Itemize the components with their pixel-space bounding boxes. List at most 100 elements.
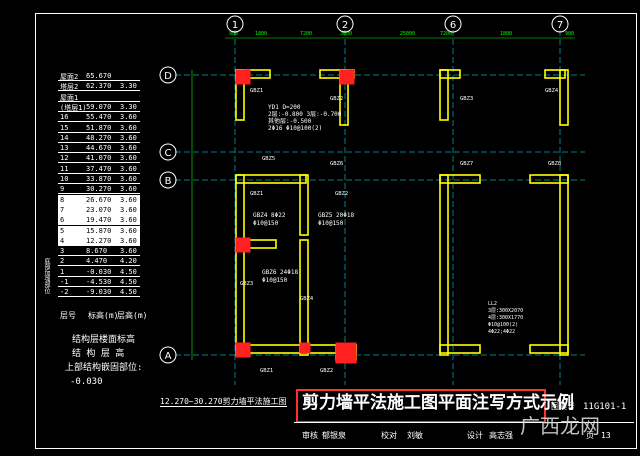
lintel-note-4: Φ10@100(2) bbox=[488, 322, 519, 328]
floor-cell: 3.30 bbox=[120, 102, 137, 111]
wall-label: GBZ6 bbox=[330, 161, 343, 167]
sign-review-label: 审核 bbox=[302, 431, 318, 440]
lintel-note-3: 4层:300X1770 bbox=[488, 315, 524, 321]
floor-cell: 屋面2 bbox=[60, 73, 79, 81]
wall-segment bbox=[235, 174, 307, 184]
wall-label: GBZ3 bbox=[460, 96, 473, 102]
floor-cell: 12.270 bbox=[86, 236, 112, 245]
axis-bubble-label: 1 bbox=[232, 20, 238, 31]
wall-label: GBZ4 bbox=[300, 296, 314, 302]
wall-segment bbox=[559, 69, 569, 126]
floor-cell: 48.270 bbox=[86, 133, 112, 142]
axis-bubble-label: 7 bbox=[557, 20, 563, 31]
wall-segment bbox=[299, 239, 309, 356]
axis-bubble-label: C bbox=[165, 148, 172, 159]
sign-design-label: 设计 bbox=[467, 431, 483, 440]
floor-row: 8 26.670 3.60 bbox=[58, 194, 140, 205]
edge-member bbox=[335, 342, 357, 364]
floor-cell: 3.60 bbox=[120, 216, 137, 225]
floor-cell: 5 bbox=[60, 226, 65, 235]
wall-segment bbox=[439, 174, 449, 356]
sign-design-name: 高志强 bbox=[489, 431, 513, 440]
floor-cell: 塔层2 bbox=[60, 83, 79, 92]
floor-cell: 26.670 bbox=[86, 195, 112, 204]
wall-segment bbox=[544, 69, 566, 79]
axis-bubble bbox=[226, 15, 244, 33]
wall-segment bbox=[439, 344, 481, 354]
wall-label: GBZ4 bbox=[545, 88, 559, 94]
floor-cell: 15 bbox=[60, 123, 69, 132]
floor-cell: 1 bbox=[60, 267, 65, 276]
floor-cell: 3.60 bbox=[120, 247, 137, 256]
axis-bubble bbox=[551, 15, 569, 33]
side-label: 底部加强部位 bbox=[43, 258, 50, 294]
dimension-text: 1800 bbox=[255, 31, 267, 37]
floor-cell: 屋面1 bbox=[60, 93, 79, 102]
page-number: 13 bbox=[601, 431, 611, 440]
lintel-note-2: 3层:300X2070 bbox=[488, 308, 524, 314]
floor-cell: 12 bbox=[60, 154, 69, 163]
axis-bubble bbox=[159, 171, 177, 189]
floor-cell: 3.60 bbox=[120, 195, 137, 204]
dimension-text: 900 bbox=[565, 31, 574, 37]
edge-member bbox=[235, 69, 251, 85]
floor-cell: 3 bbox=[60, 247, 65, 256]
dimension-text: 25000 bbox=[400, 31, 415, 37]
floor-cell: 3.30 bbox=[120, 82, 137, 91]
floor-cell: -2 bbox=[60, 288, 69, 297]
axis-bubble bbox=[159, 66, 177, 84]
table-header-floor: 层号 bbox=[60, 311, 76, 320]
gbz5-note: GBZ5 20Φ18 bbox=[318, 212, 355, 219]
gbz5-stirrup: Φ10@150 bbox=[318, 220, 344, 227]
floor-cell: 3.60 bbox=[120, 175, 137, 183]
gbz6-stirrup: Φ10@150 bbox=[262, 277, 288, 284]
floor-cell: 4.50 bbox=[120, 267, 137, 276]
floor-cell: 4 bbox=[60, 236, 65, 245]
floor-cell: 51.870 bbox=[86, 123, 112, 132]
floor-cell: 44.670 bbox=[86, 144, 112, 153]
beam-note-2: 2层:-0.800 3层:-0.700 bbox=[268, 111, 342, 118]
gbz4-note: GBZ4 8Φ22 bbox=[253, 212, 286, 219]
floor-cell: 7 bbox=[60, 205, 65, 214]
floor-cell: -9.030 bbox=[86, 288, 112, 297]
axis-bubble-label: 6 bbox=[450, 20, 456, 31]
table-header-elevation: 标高(m) bbox=[88, 311, 119, 320]
sign-check-name: 刘敏 bbox=[407, 431, 423, 440]
dimension-text: 900 bbox=[229, 31, 238, 37]
title-divider bbox=[294, 422, 634, 423]
floor-cell: 4.50 bbox=[120, 278, 137, 286]
wall-segment bbox=[235, 174, 245, 356]
beam-note-3: 其他层:-0.500 bbox=[268, 118, 312, 125]
axis-bubble bbox=[159, 143, 177, 161]
atlas-number: 11G101-1 bbox=[583, 402, 627, 412]
axis-bubble bbox=[444, 15, 462, 33]
floor-cell: 4.20 bbox=[120, 257, 137, 266]
wall-segment bbox=[439, 174, 481, 184]
floor-cell: 3.60 bbox=[120, 113, 137, 122]
edge-member bbox=[339, 69, 355, 85]
beam-note-1: YD1 D=200 bbox=[268, 104, 301, 111]
floor-cell: 8 bbox=[60, 195, 65, 204]
floor-cell: 23.070 bbox=[86, 205, 112, 214]
table-header-height: 层高(m) bbox=[117, 311, 148, 320]
wall-segment bbox=[559, 174, 569, 356]
wall-label: GBZ3 bbox=[240, 281, 253, 287]
floor-cell: 6 bbox=[60, 216, 65, 225]
wall-label: GBZ1 bbox=[250, 88, 263, 94]
wall-label: GBZ2 bbox=[320, 368, 333, 374]
